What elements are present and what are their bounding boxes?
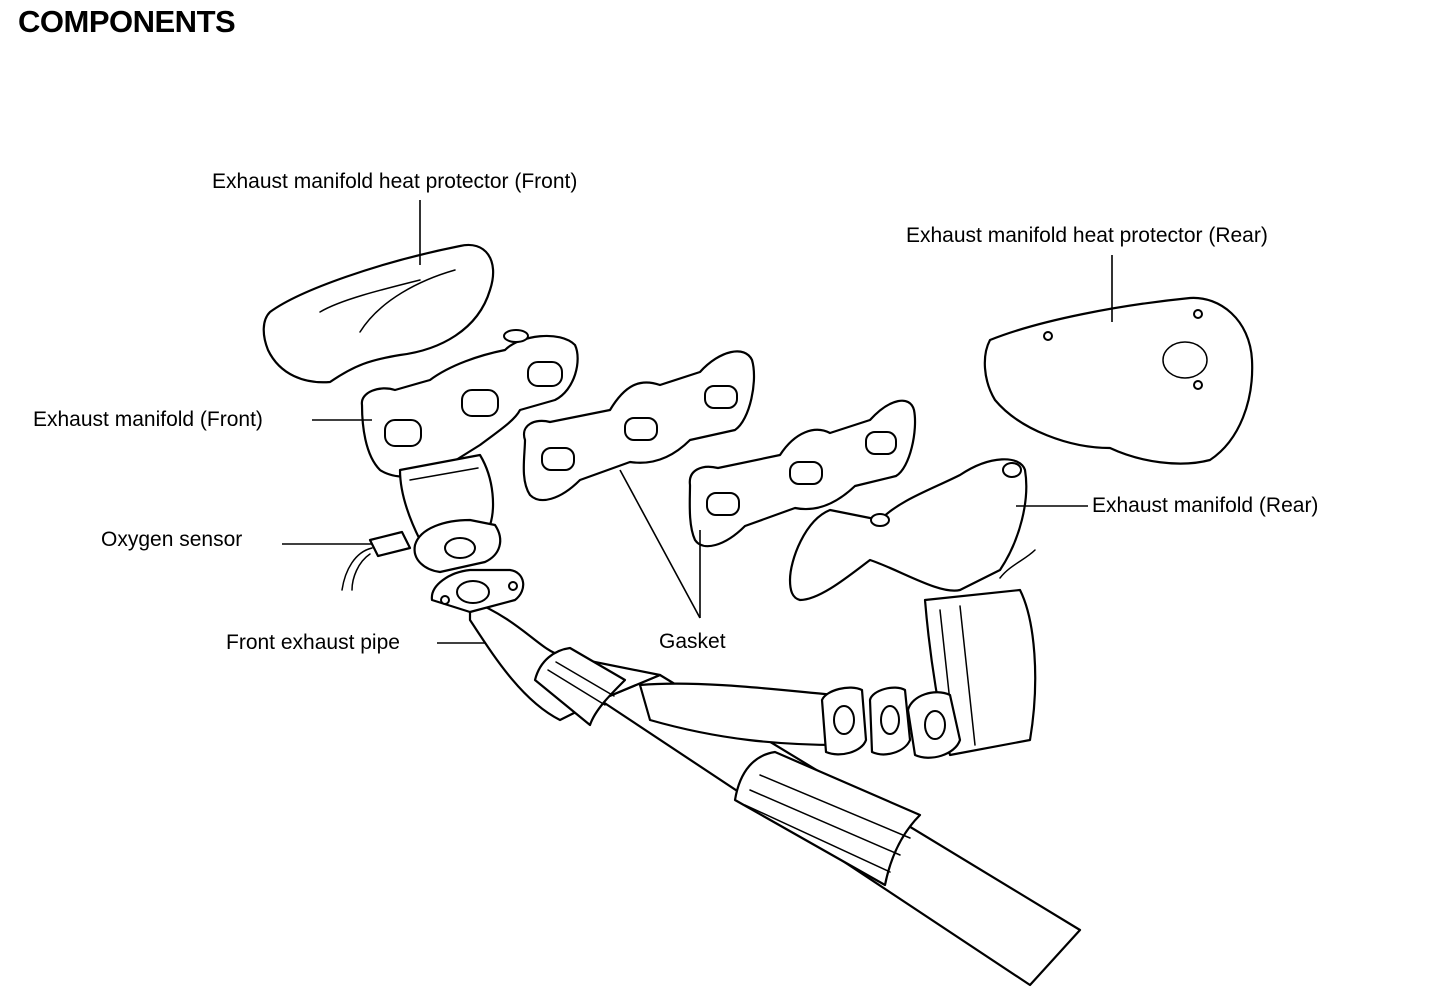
heat-protector-front-drawing bbox=[262, 243, 495, 384]
gasket-rear-drawing bbox=[688, 399, 917, 548]
manifold-front-drawing bbox=[360, 329, 579, 542]
label-oxygen-sensor: Oxygen sensor bbox=[101, 528, 243, 551]
page-title: COMPONENTS bbox=[18, 4, 236, 39]
label-manifold-rear: Exhaust manifold (Rear) bbox=[1092, 494, 1319, 517]
label-heat-protector-rear: Exhaust manifold heat protector (Rear) bbox=[906, 224, 1268, 247]
leader-lines bbox=[282, 200, 1113, 644]
label-manifold-front: Exhaust manifold (Front) bbox=[33, 408, 263, 431]
manifold-rear-drawing bbox=[788, 458, 1037, 759]
label-gasket: Gasket bbox=[659, 630, 726, 653]
label-heat-protector-front: Exhaust manifold heat protector (Front) bbox=[212, 170, 578, 193]
heat-protector-rear-drawing bbox=[983, 296, 1254, 465]
front-exhaust-pipe-drawing bbox=[430, 568, 1082, 987]
gasket-front-drawing bbox=[522, 350, 756, 502]
label-front-exhaust-pipe: Front exhaust pipe bbox=[226, 631, 400, 654]
oxygen-sensor-drawing bbox=[341, 518, 502, 591]
